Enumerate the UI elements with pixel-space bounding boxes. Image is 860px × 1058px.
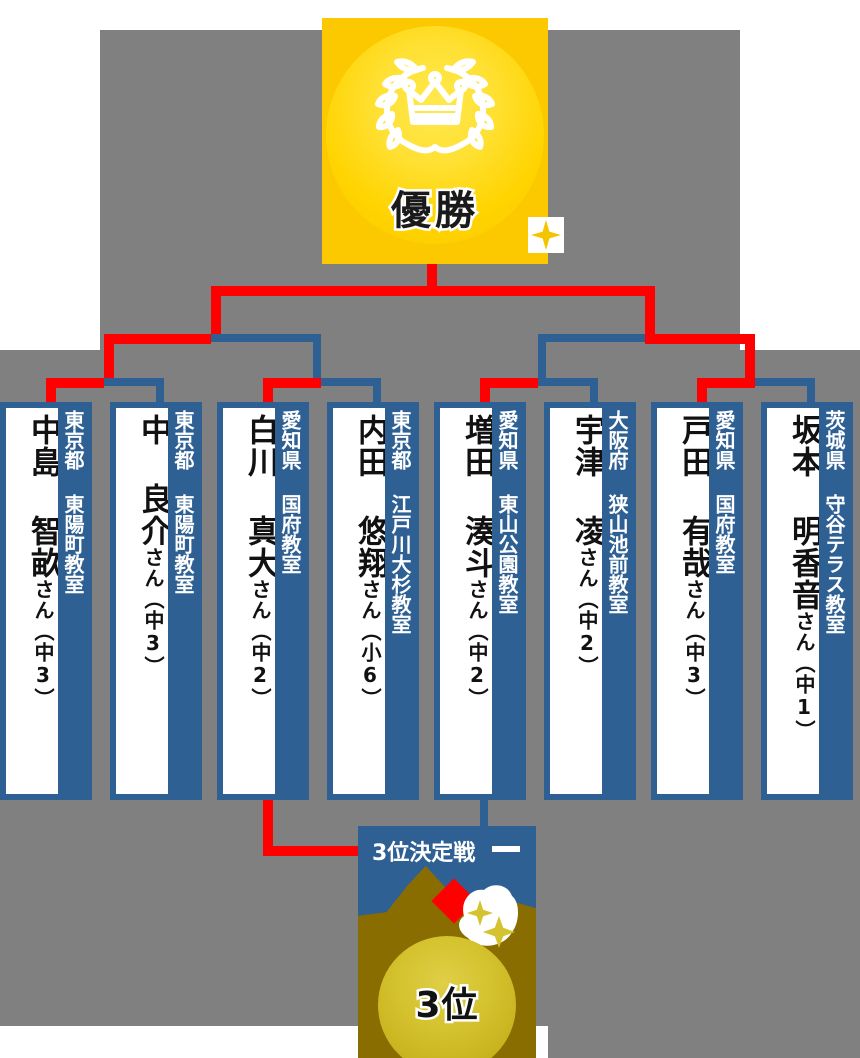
player-affiliation-2: 東京都 東陽町教室 bbox=[171, 410, 195, 594]
third-place-left-horizontal bbox=[263, 846, 363, 856]
semifinal-right-loser-bar bbox=[538, 334, 655, 342]
player-name-1: 中島 智畝さん（中3） bbox=[25, 414, 58, 709]
player-name-panel: 中 良介さん（中3） bbox=[116, 408, 168, 794]
champion-medal: 優勝 bbox=[322, 18, 564, 264]
player-affiliation-6: 大阪府 狭山池前教室 bbox=[605, 410, 629, 614]
player-affiliation-1: 東京都 東陽町教室 bbox=[61, 410, 85, 594]
qf1-winner-bar bbox=[46, 378, 104, 388]
final-right-vertical-line bbox=[645, 286, 655, 342]
player-name-panel: 宇津 凌さん（中2） bbox=[550, 408, 602, 794]
semifinal-left-winner-bar bbox=[104, 334, 211, 344]
final-horizontal-line bbox=[211, 286, 655, 296]
player-card-1[interactable]: 中島 智畝さん（中3） 東京都 東陽町教室 bbox=[0, 402, 92, 800]
player-card-5[interactable]: 増田 湊斗さん（中2） 愛知県 東山公園教室 bbox=[434, 402, 526, 800]
qf2-down-p3 bbox=[263, 378, 273, 404]
player-name-6: 宇津 凌さん（中2） bbox=[569, 414, 602, 677]
player-card-3[interactable]: 白川 真大さん（中2） 愛知県 国府教室 bbox=[217, 402, 309, 800]
player-name-panel: 戸田 有哉さん（中3） bbox=[657, 408, 709, 794]
qf4-down-p7 bbox=[697, 378, 707, 404]
sparkle-cloud-icon bbox=[454, 882, 520, 952]
semifinal-left-loser-bar bbox=[211, 334, 321, 342]
third-place-right-vertical bbox=[480, 800, 488, 832]
final-left-vertical-line bbox=[211, 286, 221, 342]
champion-medal-circle bbox=[326, 26, 544, 244]
qf3-loser-bar bbox=[538, 378, 598, 386]
player-card-4[interactable]: 内田 悠翔さん（小6） 東京都 江戸川大杉教室 bbox=[327, 402, 419, 800]
player-name-2: 中 良介さん（中3） bbox=[135, 414, 168, 677]
semifinal-right-down-qf4 bbox=[745, 334, 755, 386]
qf1-down-p2 bbox=[156, 378, 164, 404]
third-place-left-vertical bbox=[263, 800, 273, 856]
backdrop-plate-bottom-right bbox=[548, 1026, 860, 1058]
qf3-down-p6 bbox=[590, 378, 598, 404]
player-name-8: 坂本 明香音さん（中1） bbox=[786, 414, 819, 741]
player-name-panel: 白川 真大さん（中2） bbox=[223, 408, 275, 794]
player-name-panel: 内田 悠翔さん（小6） bbox=[333, 408, 385, 794]
player-name-5: 増田 湊斗さん（中2） bbox=[459, 414, 492, 709]
player-affiliation-8: 茨城県 守谷テラス教室 bbox=[822, 410, 846, 634]
player-name-7: 戸田 有哉さん（中3） bbox=[676, 414, 709, 709]
third-place-header: 3位決定戦 bbox=[358, 826, 536, 872]
player-card-7[interactable]: 戸田 有哉さん（中3） 愛知県 国府教室 bbox=[651, 402, 743, 800]
third-place-match-label: 3位決定戦 bbox=[372, 841, 476, 866]
qf4-winner-bar bbox=[697, 378, 755, 388]
qf3-winner-bar bbox=[480, 378, 538, 388]
qf4-loser-bar bbox=[755, 378, 815, 386]
semifinal-right-down-qf3 bbox=[538, 334, 546, 386]
qf4-down-p8 bbox=[807, 378, 815, 404]
player-card-6[interactable]: 宇津 凌さん（中2） 大阪府 狭山池前教室 bbox=[544, 402, 636, 800]
sparkle-icon bbox=[528, 217, 564, 253]
qf1-down-p1 bbox=[46, 378, 56, 404]
third-place-dash-icon bbox=[492, 846, 520, 852]
semifinal-left-down-qf1 bbox=[104, 334, 114, 386]
laurel-crown-icon bbox=[367, 46, 503, 162]
player-name-panel: 中島 智畝さん（中3） bbox=[6, 408, 58, 794]
qf2-winner-bar bbox=[263, 378, 321, 388]
champion-label: 優勝 bbox=[389, 186, 479, 237]
player-name-panel: 坂本 明香音さん（中1） bbox=[767, 408, 819, 794]
qf2-loser-bar bbox=[321, 378, 381, 386]
third-place-medal-circle: 3位 bbox=[378, 936, 516, 1058]
player-card-8[interactable]: 坂本 明香音さん（中1） 茨城県 守谷テラス教室 bbox=[761, 402, 853, 800]
player-affiliation-3: 愛知県 国府教室 bbox=[278, 410, 302, 574]
qf1-loser-bar bbox=[104, 378, 164, 386]
final-stem-line bbox=[427, 264, 437, 294]
third-place-match: 3位決定戦 3位 bbox=[358, 826, 536, 1058]
player-affiliation-4: 東京都 江戸川大杉教室 bbox=[388, 410, 412, 634]
qf2-down-p4 bbox=[373, 378, 381, 404]
player-name-panel: 増田 湊斗さん（中2） bbox=[440, 408, 492, 794]
semifinal-right-winner-bar bbox=[645, 334, 755, 344]
qf3-down-p5 bbox=[480, 378, 490, 404]
player-affiliation-5: 愛知県 東山公園教室 bbox=[495, 410, 519, 614]
player-card-2[interactable]: 中 良介さん（中3） 東京都 東陽町教室 bbox=[110, 402, 202, 800]
player-name-3: 白川 真大さん（中2） bbox=[242, 414, 275, 709]
third-place-label: 3位 bbox=[413, 983, 480, 1029]
player-affiliation-7: 愛知県 国府教室 bbox=[712, 410, 736, 574]
player-name-4: 内田 悠翔さん（小6） bbox=[352, 414, 385, 709]
semifinal-left-down-qf2 bbox=[313, 334, 321, 386]
